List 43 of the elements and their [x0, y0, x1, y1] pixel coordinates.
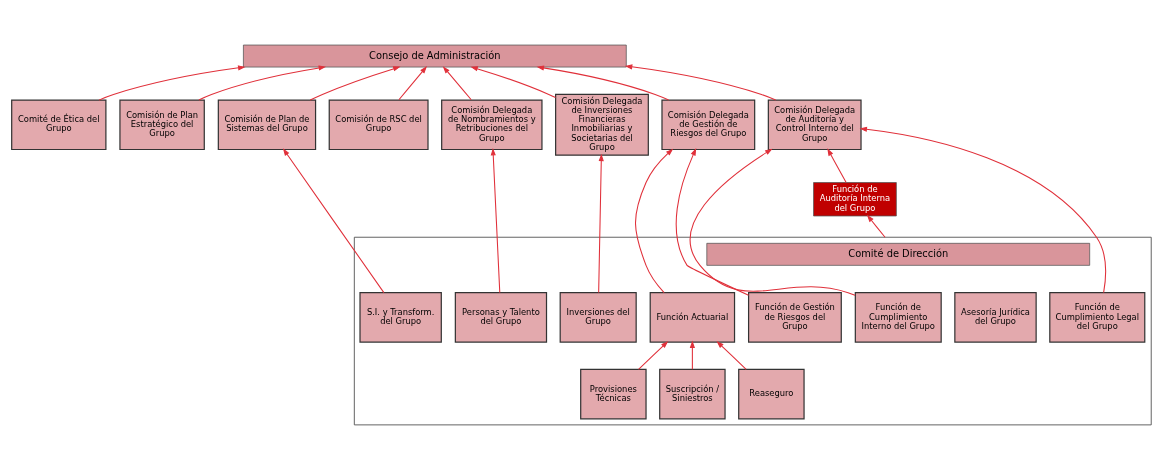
node-box: Comisión Delegada de Inversiones Financieras Inmobiliarias y Societarias del Grupo [555, 93, 649, 156]
node-box: Función de Auditoría Interna del Grupo [813, 181, 897, 216]
arrow [309, 65, 401, 101]
arrow [689, 148, 856, 296]
node-box: Suscripción / Siniestros [659, 368, 726, 419]
arrow [442, 65, 472, 100]
arrow [689, 340, 695, 370]
arrow [598, 153, 604, 293]
node-box: Comisión Delegada de Nombramientos y Retribuciones del Grupo [441, 99, 543, 150]
arrow [282, 147, 385, 293]
node-box: Comité de Dirección [706, 242, 1091, 266]
arrow [638, 340, 669, 370]
arrow [624, 63, 777, 101]
node-box: Inversiones del Grupo [559, 291, 637, 343]
arrow [827, 147, 847, 183]
node-box: Función de Cumplimiento Legal del Grupo [1049, 291, 1146, 343]
node-box: Consejo de Administración [243, 44, 627, 67]
node-box: Comisión Delegada de Gestión de Riesgos del Grupo [661, 99, 756, 150]
arrow [398, 65, 428, 100]
node-box: Comité de Ética del Grupo [11, 99, 107, 150]
node-box: Función de Cumplimiento Interno del Grupo [854, 291, 942, 343]
arrow [536, 64, 670, 101]
node-box: S.I. y Transform. del Grupo [359, 291, 442, 343]
arrow [98, 64, 246, 101]
node-box: Función Actuarial [649, 291, 736, 343]
arrow [635, 148, 674, 293]
arrow [490, 147, 501, 293]
arrow [675, 147, 750, 296]
node-box: Reaseguro [738, 368, 805, 419]
node-box: Provisiones Técnicas [580, 368, 647, 419]
arrow [859, 126, 1107, 293]
arrow [198, 64, 327, 101]
node-box: Comisión de Plan de Sistemas del Grupo [217, 99, 317, 150]
arrow [470, 65, 557, 98]
arrow [716, 340, 747, 370]
node-box: Asesoría Jurídica del Grupo [954, 291, 1037, 343]
node-box: Función de Gestión de Riesgos del Grupo [748, 291, 842, 343]
node-box: Comisión de RSC del Grupo [328, 99, 429, 150]
node-box: Comisión Delegada de Auditoría y Control Interno del Grupo [767, 99, 862, 150]
arrow [866, 214, 886, 238]
node-box: Comisión de Plan Estratégico del Grupo [119, 99, 205, 150]
cluster [353, 236, 1152, 425]
node-box: Personas y Talento del Grupo [454, 291, 548, 343]
